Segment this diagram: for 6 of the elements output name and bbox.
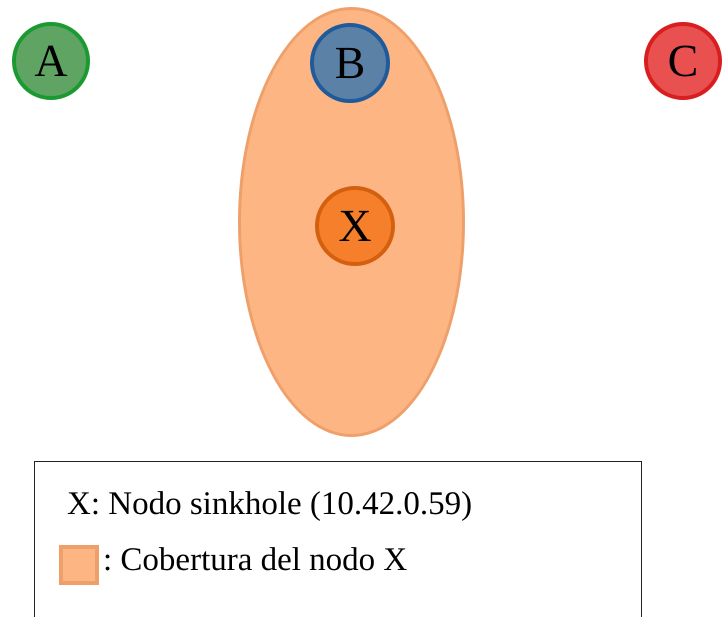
legend-note: X: Nodo sinkhole (10.42.0.59): [67, 486, 472, 523]
legend-label: : Cobertura del nodo X: [103, 542, 408, 579]
node-label: C: [668, 38, 698, 84]
node-label: B: [334, 40, 366, 86]
node-label: A: [34, 38, 68, 84]
node-label: X: [338, 203, 372, 249]
